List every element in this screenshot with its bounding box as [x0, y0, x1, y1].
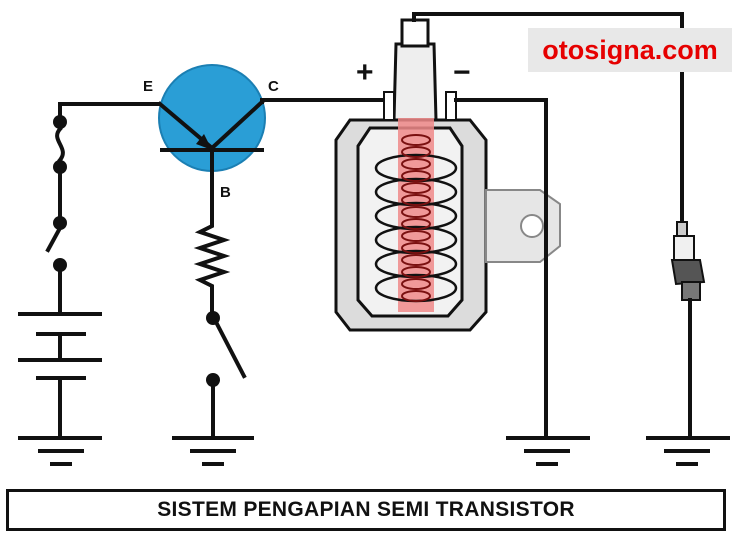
watermark-logo: otosigna.com — [528, 28, 732, 72]
base-label: B — [220, 184, 231, 201]
emitter-label: E — [143, 78, 154, 95]
negative-wire — [454, 98, 548, 438]
fuse-icon — [55, 126, 65, 163]
coil-negative-label: − — [453, 56, 471, 89]
ground-icon — [18, 436, 102, 466]
collector-label: C — [268, 78, 279, 95]
left-branch — [45, 102, 162, 314]
spark-plug-icon — [670, 221, 706, 438]
ground-icon — [646, 436, 730, 466]
contact-breaker-icon — [172, 311, 254, 466]
transistor-icon — [157, 64, 266, 220]
resistor-icon — [193, 216, 231, 312]
switch-icon — [53, 216, 67, 230]
ht-lead-wire — [412, 12, 684, 228]
caption-box: SISTEM PENGAPIAN SEMI TRANSISTOR — [6, 489, 726, 531]
battery-icon — [18, 312, 102, 438]
ground-icon — [506, 436, 590, 466]
ignition-coil-icon — [334, 18, 561, 332]
coil-positive-label: + — [356, 56, 374, 89]
caption-title: SISTEM PENGAPIAN SEMI TRANSISTOR — [157, 498, 575, 521]
collector-wire — [260, 98, 392, 114]
